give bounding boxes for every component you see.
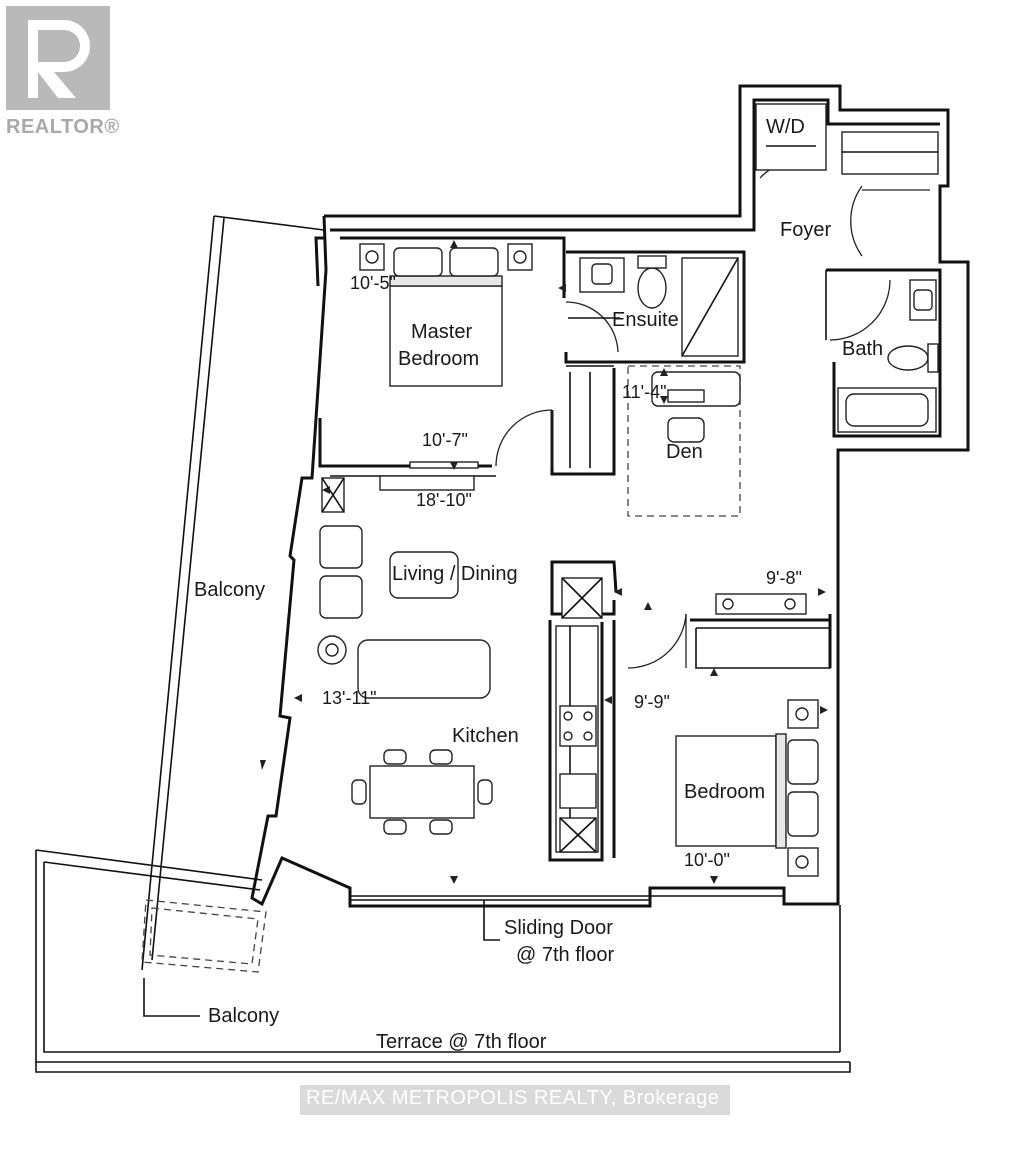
kitchen-fixtures xyxy=(351,625,599,853)
label-kitchen: Kitchen xyxy=(452,725,519,747)
dim-master-width: 10'-5" xyxy=(350,273,396,293)
label-master-line1: Master xyxy=(411,321,472,343)
south-windows xyxy=(350,895,784,901)
label-ensuite: Ensuite xyxy=(612,309,679,331)
label-bedroom: Bedroom xyxy=(684,781,765,803)
dim-bedroom-width: 9'-8" xyxy=(766,568,802,588)
terrace-outline xyxy=(35,849,851,1073)
label-living-dining: Living / Dining xyxy=(392,563,518,585)
label-balcony-south: Balcony xyxy=(208,1005,279,1027)
den-furniture xyxy=(627,365,741,517)
realtor-r-icon xyxy=(6,6,110,110)
dim-bedroom-depth: 9'-9" xyxy=(634,692,670,712)
west-balcony-rail xyxy=(141,215,325,973)
brokerage-watermark: RE/MAX METROPOLIS REALTY, Brokerage xyxy=(300,1085,730,1115)
label-bath: Bath xyxy=(842,338,883,360)
ensuite-fixtures xyxy=(568,255,739,357)
interior-walls xyxy=(318,236,942,862)
dim-living-length: 18'-10" xyxy=(416,490,472,510)
living-furniture xyxy=(317,461,603,699)
bath-fixtures xyxy=(837,279,939,433)
label-balcony-west: Balcony xyxy=(194,579,265,601)
label-sliding-door-line2: @ 7th floor xyxy=(516,944,614,966)
label-foyer: Foyer xyxy=(780,219,831,241)
dimension-markers xyxy=(260,240,828,884)
dim-den: 11'-4" xyxy=(622,382,667,402)
dim-master-depth: 10'-7" xyxy=(422,430,468,450)
dim-living-width: 13'-11" xyxy=(322,688,377,708)
washer-dryer-closet xyxy=(755,103,939,175)
label-master-line2: Bedroom xyxy=(398,348,479,370)
dim-bedroom-length: 10'-0" xyxy=(684,850,730,870)
label-terrace: Terrace @ 7th floor xyxy=(376,1031,547,1053)
label-wd: W/D xyxy=(766,116,805,138)
realtor-logo-text: REALTOR® xyxy=(6,116,120,138)
leader-lines xyxy=(143,900,500,1017)
label-sliding-door-line1: Sliding Door xyxy=(504,917,613,939)
label-den: Den xyxy=(666,441,703,463)
realtor-logo: REALTOR® xyxy=(6,6,119,138)
exterior-walls xyxy=(250,84,970,908)
master-bed xyxy=(359,243,533,387)
bedroom-furniture xyxy=(675,593,819,877)
